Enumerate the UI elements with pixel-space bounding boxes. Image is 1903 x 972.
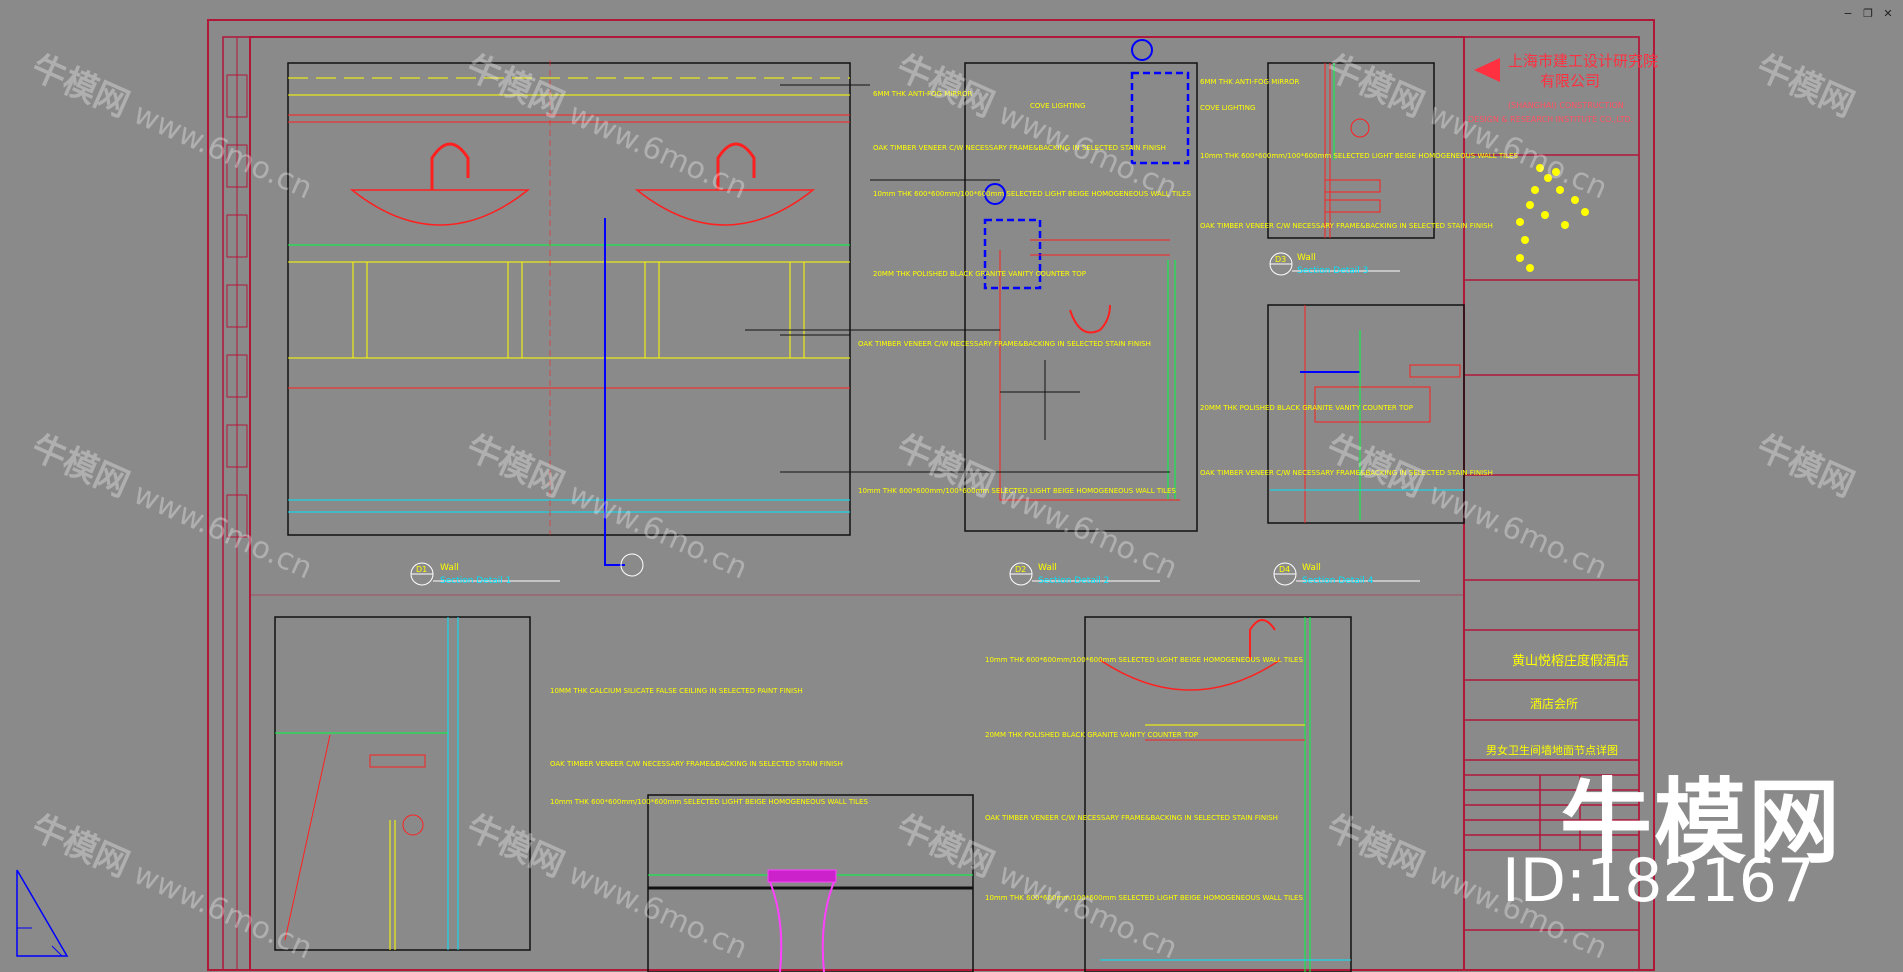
svg-text:Section Detail 1: Section Detail 1	[440, 576, 511, 586]
note-granite-1: 20MM THK POLISHED BLACK GRANITE VANITY C…	[873, 270, 1086, 278]
svg-text:D2: D2	[1015, 565, 1026, 574]
svg-text:Wall: Wall	[440, 563, 459, 573]
drawing-title: 男女卫生间墙地面节点详图	[1486, 743, 1618, 757]
svg-text:Wall: Wall	[1302, 563, 1321, 573]
note-tile-1: 10mm THK 600*600mm/100*600mm SELECTED LI…	[873, 190, 1191, 198]
detail-tag-d2: D2 Wall Section Detail 2	[1009, 562, 1160, 586]
note-tile-3: 10mm THK 600*600mm/100*600mm SELECTED LI…	[1200, 152, 1518, 160]
detail-floor-drain	[647, 794, 974, 972]
note-tile-4: 10mm THK 600*600mm/100*600mm SELECTED LI…	[550, 798, 868, 806]
svg-text:Wall: Wall	[1297, 253, 1316, 263]
note-mirror: 6MM THK ANTI-FOG MIRROR	[873, 90, 973, 98]
company-logo-icon	[1474, 58, 1500, 82]
note-oak-6: OAK TIMBER VENEER C/W NECESSARY FRAME&BA…	[985, 814, 1278, 822]
note-oak-3: OAK TIMBER VENEER C/W NECESSARY FRAME&BA…	[1200, 222, 1493, 230]
section-marker-icon	[620, 553, 644, 577]
project-name: 黄山悦榕庄度假酒店	[1512, 653, 1629, 669]
detail-vanity-section	[1084, 616, 1352, 972]
note-oak-5: OAK TIMBER VENEER C/W NECESSARY FRAME&BA…	[550, 760, 843, 768]
detail-d1-elevation	[287, 60, 870, 566]
restore-icon[interactable]: ❐	[1863, 6, 1873, 20]
brand-id-text: ID:182167	[1502, 846, 1816, 916]
company-name-cn2: 有限公司	[1540, 72, 1600, 90]
svg-text:Wall: Wall	[1038, 563, 1057, 573]
ucs-icon	[16, 869, 69, 957]
detail-d3-section	[1267, 62, 1435, 239]
note-oak-1: OAK TIMBER VENEER C/W NECESSARY FRAME&BA…	[873, 144, 1166, 152]
company-name-cn: 上海市建工设计研究院	[1508, 52, 1658, 70]
detail-d4-section	[1267, 304, 1465, 524]
note-tile-6: 10mm THK 600*600mm/100*600mm SELECTED LI…	[985, 894, 1303, 902]
note-oak-2: OAK TIMBER VENEER C/W NECESSARY FRAME&BA…	[858, 340, 1151, 348]
minimize-icon[interactable]: −	[1843, 6, 1853, 20]
note-cove: COVE LIGHTING	[1030, 102, 1085, 110]
svg-text:Section Detail 2: Section Detail 2	[1038, 576, 1109, 586]
close-icon[interactable]: ✕	[1883, 6, 1893, 20]
detail-tag-d4: D4 Wall Section Detail 4	[1273, 562, 1420, 586]
revision-strip	[226, 37, 248, 970]
detail-tag-d1: D1 Wall Section Detail 1	[410, 562, 560, 586]
brand-logo-text: 牛模网	[1560, 769, 1843, 876]
detail-d2-section	[745, 39, 1198, 532]
note-oak-4: OAK TIMBER VENEER C/W NECESSARY FRAME&BA…	[1200, 469, 1493, 477]
svg-text:Section Detail 4: Section Detail 4	[1302, 576, 1374, 586]
note-granite-2: 20MM THK POLISHED BLACK GRANITE VANITY C…	[1200, 404, 1413, 412]
window-controls: − ❐ ✕	[1841, 6, 1895, 20]
sheet-inner-frame	[222, 36, 1640, 971]
detail-ceiling-section	[274, 616, 531, 951]
company-name-en2: DESIGN & RESEARCH INSTITUTE CO.,LTD.	[1468, 115, 1633, 124]
detail-tag-d3: D3 Wall Section Detail 3	[1269, 252, 1400, 276]
note-tile-5: 10mm THK 600*600mm/100*600mm SELECTED LI…	[985, 656, 1303, 664]
company-name-en: (SHANGHAI) CONSTRUCTION	[1508, 101, 1624, 110]
note-granite-3: 20MM THK POLISHED BLACK GRANITE VANITY C…	[985, 731, 1198, 739]
note-mirror-2: 6MM THK ANTI-FOG MIRROR	[1200, 78, 1300, 86]
note-cove-2: COVE LIGHTING	[1200, 104, 1255, 112]
svg-text:D4: D4	[1279, 565, 1290, 574]
svg-text:D3: D3	[1275, 255, 1286, 264]
sheet-outer-frame	[207, 19, 1655, 971]
building-name: 酒店会所	[1530, 697, 1578, 711]
svg-text:D1: D1	[416, 565, 427, 574]
key-plan-icon	[1516, 164, 1589, 272]
note-tile-2: 10mm THK 600*600mm/100*600mm SELECTED LI…	[858, 487, 1176, 495]
svg-text:Section Detail 3: Section Detail 3	[1297, 266, 1368, 276]
note-calcium: 10MM THK CALCIUM SILICATE FALSE CEILING …	[550, 687, 803, 695]
